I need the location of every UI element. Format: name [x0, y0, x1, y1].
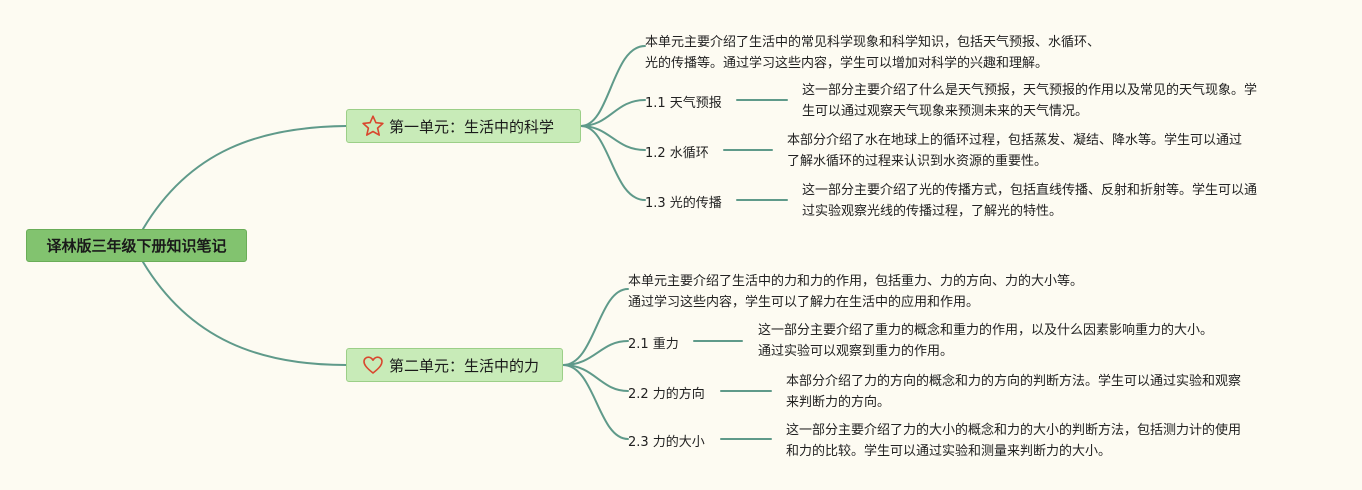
unit2-summary[interactable]: 本单元主要介绍了生活中的力和力的作用，包括重力、力的方向、力的大小等。 通过学习…	[628, 274, 1084, 310]
link-unit2-topic3	[562, 364, 629, 440]
topic-node[interactable]: 1.1 天气预报	[645, 96, 722, 111]
topic-desc[interactable]: 这一部分主要介绍了重力的概念和重力的作用，以及什么因素影响重力的大小。 通过实验…	[758, 323, 1214, 359]
link-unit2-summary	[562, 288, 629, 366]
star-icon	[361, 114, 385, 138]
unit-node-2[interactable]: 第二单元：生活中的力	[346, 348, 563, 382]
topic-node[interactable]: 1.2 水循环	[645, 146, 709, 161]
link-unit1-summary	[580, 45, 646, 127]
link-root-unit1	[142, 125, 347, 230]
topic-desc[interactable]: 这一部分主要介绍了光的传播方式，包括直线传播、反射和折射等。学生可以通 过实验观…	[802, 183, 1258, 219]
heart-icon	[361, 353, 385, 377]
root-title: 译林版三年级下册知识笔记	[46, 237, 227, 255]
link-unit1-topic2	[580, 125, 646, 151]
topic-node[interactable]: 2.3 力的大小	[628, 435, 705, 450]
link-unit1-topic3	[580, 125, 646, 201]
topic-node[interactable]: 2.2 力的方向	[628, 387, 705, 402]
topic-desc[interactable]: 这一部分主要介绍了力的大小的概念和力的大小的判断方法，包括测力计的使用 和力的比…	[786, 423, 1242, 459]
unit-title: 第一单元：生活中的科学	[389, 117, 555, 136]
link-root-unit2	[142, 261, 347, 366]
link-unit2-topic2	[562, 364, 629, 392]
topic-node[interactable]: 2.1 重力	[628, 337, 679, 352]
root-node[interactable]: 译林版三年级下册知识笔记	[26, 229, 247, 262]
topic-node[interactable]: 1.3 光的传播	[645, 196, 722, 211]
topic-desc[interactable]: 本部分介绍了力的方向的概念和力的方向的判断方法。学生可以通过实验和观察 来判断力…	[786, 374, 1242, 410]
topic-desc[interactable]: 本部分介绍了水在地球上的循环过程，包括蒸发、凝结、降水等。学生可以通过 了解水循…	[787, 133, 1243, 169]
unit1-summary[interactable]: 本单元主要介绍了生活中的常见科学现象和科学知识，包括天气预报、水循环、 光的传播…	[645, 35, 1101, 71]
unit-title: 第二单元：生活中的力	[389, 356, 540, 375]
link-unit1-topic1	[580, 99, 646, 127]
unit-node-1[interactable]: 第一单元：生活中的科学	[346, 109, 581, 143]
link-unit2-topic1	[562, 340, 629, 366]
topic-desc[interactable]: 这一部分主要介绍了什么是天气预报，天气预报的作用以及常见的天气现象。学 生可以通…	[802, 83, 1258, 119]
